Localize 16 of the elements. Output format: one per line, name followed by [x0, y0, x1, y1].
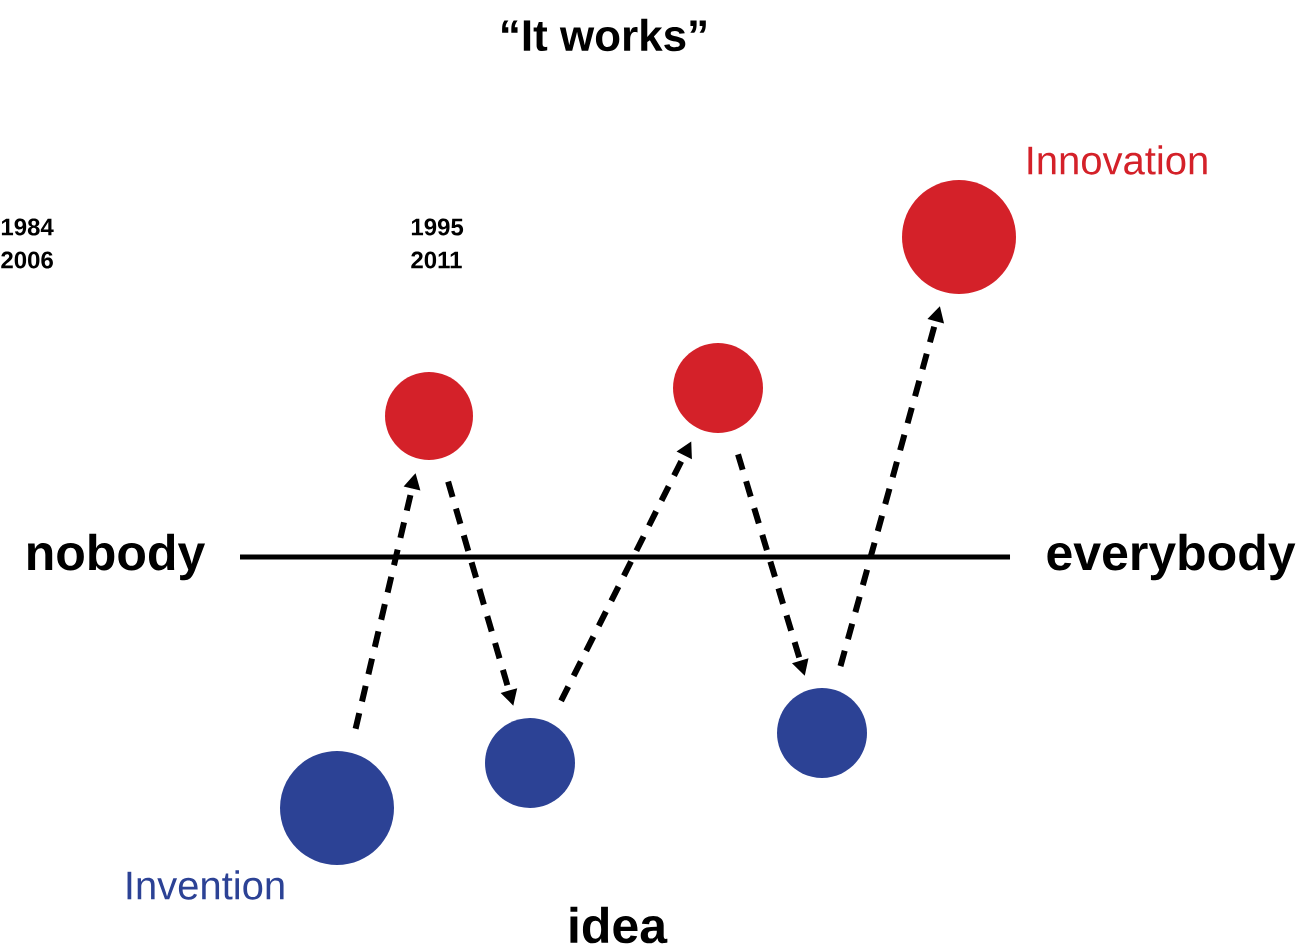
circle [777, 688, 867, 778]
circle-label: Invention [127, 870, 284, 900]
year-label: 2006 [1, 251, 53, 269]
circle [902, 180, 1016, 294]
axis-label: nobody [28, 533, 206, 581]
title: “It works” [502, 18, 706, 52]
circle [385, 372, 473, 460]
year-label: 1995 [411, 218, 464, 236]
circle-label: Innovation [1028, 145, 1207, 175]
year-label: 1984 [1, 218, 54, 236]
circle [280, 751, 394, 865]
circle [673, 343, 763, 433]
axis-label: idea [570, 906, 668, 944]
axis-label: everybody [1047, 533, 1296, 581]
circle [485, 718, 575, 808]
year-label: 2011 [411, 251, 462, 269]
